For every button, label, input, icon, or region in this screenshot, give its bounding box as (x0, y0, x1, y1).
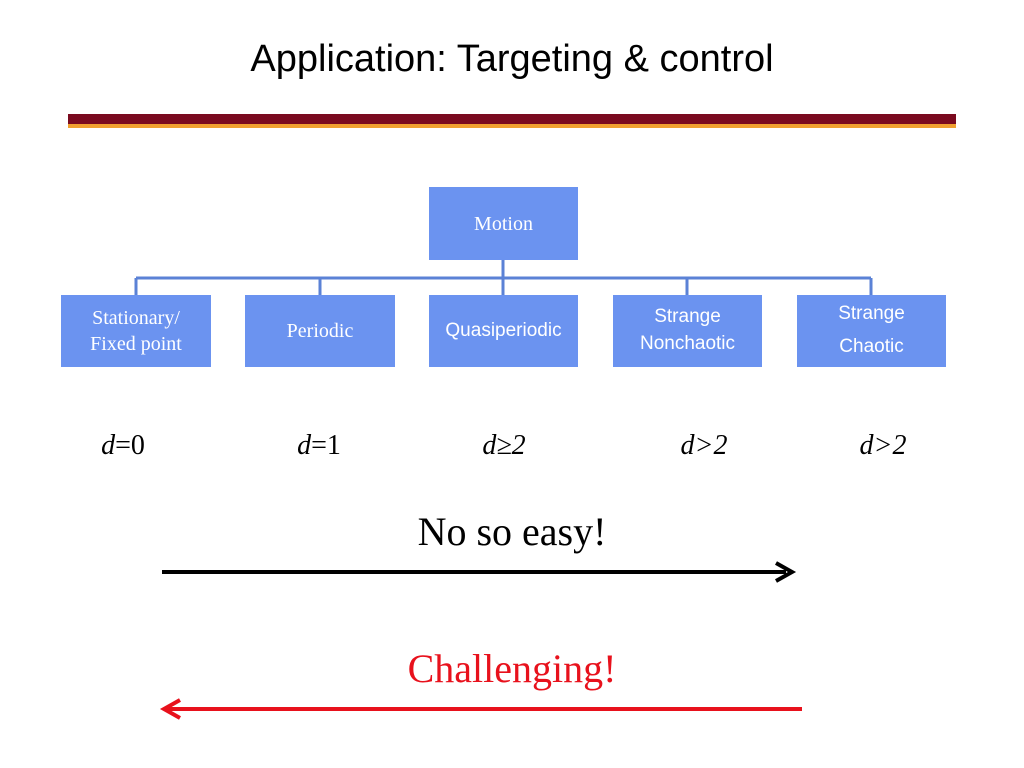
dimension-var: d (859, 430, 874, 461)
dimension-rel: =1 (311, 430, 341, 461)
child-label-line: Stationary/ (92, 307, 180, 329)
dimension-rel: >2 (873, 430, 907, 461)
root-box-motion: Motion (429, 187, 578, 260)
title-rule-gold (68, 124, 956, 128)
dimension-var: d (680, 430, 695, 461)
dimension-label-5: d>2 (823, 430, 943, 462)
dimension-rel: >2 (694, 430, 728, 461)
back-arrow (159, 698, 802, 720)
forward-arrow-head (775, 561, 797, 583)
dimension-var: d (297, 430, 312, 461)
child-label-line: Strange (654, 306, 721, 328)
child-label-line: Fixed point (90, 333, 182, 355)
forward-arrow (162, 561, 797, 583)
child-label-line: Chaotic (839, 336, 904, 357)
child-label-line: Periodic (286, 320, 354, 342)
slide-title: Application: Targeting & control (250, 38, 774, 80)
dimension-var: d (101, 430, 116, 461)
root-label: Motion (474, 212, 533, 235)
child-label-line: Nonchaotic (639, 333, 736, 354)
child-label-line: Quasiperiodic (445, 319, 562, 341)
dimension-label-1: d=0 (63, 430, 183, 462)
caption-challenging: Challenging! (407, 646, 617, 691)
caption-easy: No so easy! (417, 509, 607, 554)
dimension-label-4: d>2 (644, 430, 764, 462)
dimension-rel: ≥2 (496, 430, 526, 461)
child-label-line: Strange (838, 303, 905, 325)
child-box-strange-chaotic: Strange Chaotic (797, 295, 946, 367)
child-box-quasiperiodic: Quasiperiodic (429, 295, 578, 367)
dimension-var: d (482, 430, 497, 461)
back-arrow-head (159, 698, 181, 720)
dimension-label-2: d=1 (259, 430, 379, 462)
child-box-stationary: Stationary/ Fixed point (61, 295, 211, 367)
child-box-strange-nonchaotic: Strange Nonchaotic (613, 295, 762, 367)
dimension-label-3: d≥2 (444, 430, 564, 462)
child-box-periodic: Periodic (245, 295, 395, 367)
dimension-rel: =0 (115, 430, 145, 461)
title-rule-dark (68, 114, 956, 124)
